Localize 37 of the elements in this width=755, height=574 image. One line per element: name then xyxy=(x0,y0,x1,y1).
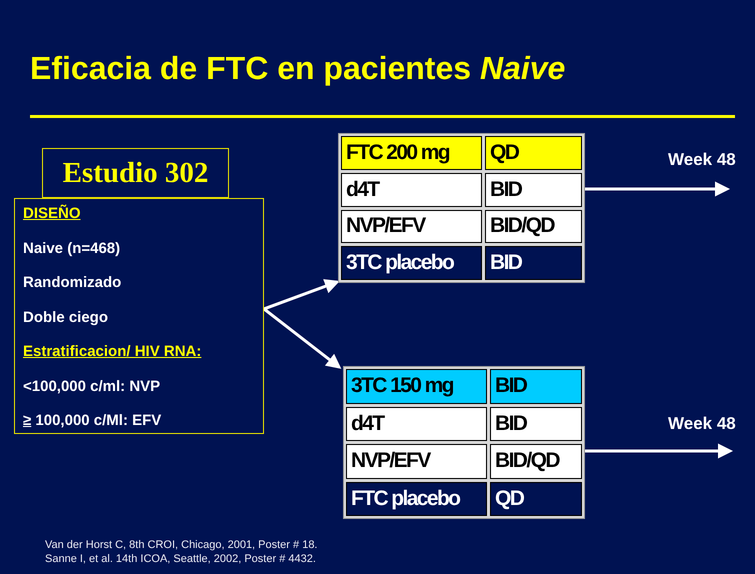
design-item: Doble ciego xyxy=(23,308,108,326)
arrow xyxy=(263,279,340,310)
arrow xyxy=(585,182,730,196)
study-title: Estudio 302 xyxy=(62,156,208,190)
citation: Sanne I, et al. 14th ICOA, Seattle, 2002, Poster # 4432. xyxy=(45,553,316,565)
slide-title: Eficacia de FTC en pacientes Naive xyxy=(30,50,566,87)
design-item: Randomizado xyxy=(23,274,122,291)
table-cell: NVP/EFV xyxy=(346,444,487,478)
design-item: ≥ 100,000 c/Ml: EFV xyxy=(23,412,162,429)
table-cell: BID xyxy=(490,406,582,441)
arrow xyxy=(263,308,342,369)
study-design-box xyxy=(14,198,264,434)
edge-label: Week 48 xyxy=(668,150,736,170)
table-cell: BID xyxy=(485,172,582,206)
table-cell: BID/QD xyxy=(485,210,582,244)
table-cell: BID/QD xyxy=(490,444,582,478)
design-item: Naive (n=468) xyxy=(23,240,120,256)
study-title-box xyxy=(42,148,229,198)
table-cell: d4T xyxy=(341,172,482,206)
table-cell: BID xyxy=(490,369,582,404)
regimen-table xyxy=(343,366,585,519)
design-item: <100,000 c/ml: NVP xyxy=(23,378,160,394)
table-cell: FTC 200 mg xyxy=(341,136,482,170)
arrow xyxy=(585,444,733,458)
table-cell: FTC placebo xyxy=(346,482,487,516)
table-cell: d4T xyxy=(346,406,487,441)
table-cell: NVP/EFV xyxy=(341,210,482,244)
section-heading: DISEÑO xyxy=(23,205,81,222)
edge-label: Week 48 xyxy=(668,414,736,434)
table-cell: QD xyxy=(485,136,582,170)
table-cell: QD xyxy=(490,482,582,516)
section-heading: Estratificacion/ HIV RNA: xyxy=(23,343,202,360)
table-cell: 3TC placebo xyxy=(341,246,482,280)
regimen-table xyxy=(338,133,585,283)
table-cell: 3TC 150 mg xyxy=(346,369,487,404)
table-cell: BID xyxy=(485,246,582,280)
citation: Van der Horst C, 8th CROI, Chicago, 2001, Poster # 18. xyxy=(45,539,318,551)
